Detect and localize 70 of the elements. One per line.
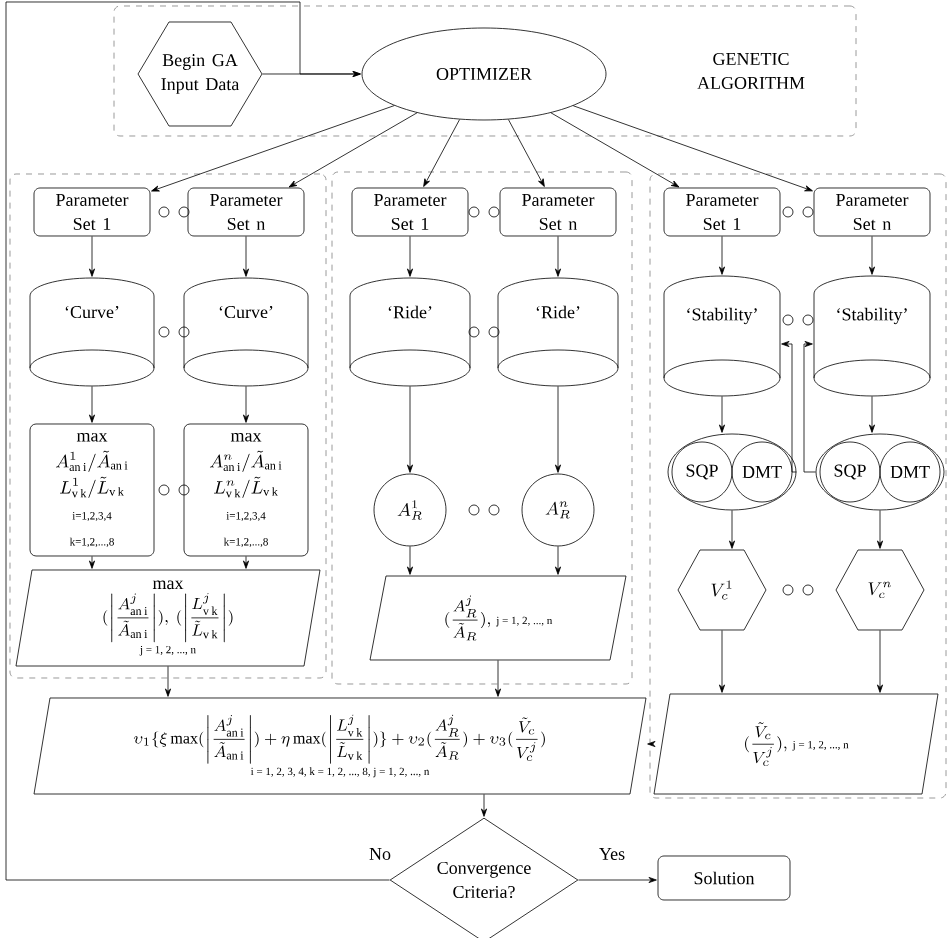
arrow <box>578 877 657 883</box>
node-label: ‘Ride’ <box>388 305 432 319</box>
arrow <box>550 112 680 188</box>
arrow <box>572 105 813 192</box>
arrow <box>89 236 96 277</box>
ellipse-node: OPTIMIZER <box>361 27 607 121</box>
arrow <box>877 510 883 549</box>
arrow <box>495 660 501 697</box>
arrow <box>555 546 561 575</box>
cylinder-node: ‘Curve’ <box>29 277 155 387</box>
arrow <box>719 396 725 433</box>
node-label: ‘Curve’ <box>219 305 273 319</box>
arrow <box>407 236 413 277</box>
arrow <box>729 510 736 549</box>
arrow <box>555 386 561 473</box>
arrow <box>719 630 725 693</box>
circle-node: DMT <box>879 441 941 503</box>
arrow <box>165 666 171 697</box>
process-box: Parameter Set 1 <box>33 187 151 237</box>
edge-label: Yes <box>596 846 628 862</box>
arrow <box>407 386 413 473</box>
hexagon-node: $V^{1}_{c}$ <box>677 549 767 631</box>
arrow <box>803 341 816 473</box>
arrow <box>243 236 249 277</box>
dashed-group-box <box>331 171 633 685</box>
arrow <box>719 236 725 275</box>
process-box: Parameter Set n <box>813 187 931 237</box>
circle-node: DMT <box>731 441 793 503</box>
arrow <box>288 112 418 188</box>
cylinder-node: ‘Stability’ <box>813 275 931 397</box>
circle-node: $A^{1}_{R}$ <box>373 473 447 547</box>
arrow <box>877 630 883 693</box>
node-label: ‘Curve’ <box>65 305 119 319</box>
hexagon-node: Begin GA Input Data <box>137 21 263 127</box>
arrow <box>89 386 96 423</box>
cylinder-node: ‘Curve’ <box>183 277 309 387</box>
arrow <box>89 556 96 569</box>
cylinder-node: ‘Ride’ <box>349 277 471 387</box>
dashed-group-box <box>649 173 947 799</box>
arrow <box>407 546 413 575</box>
arrow <box>151 105 395 192</box>
arrow <box>423 119 460 187</box>
ellipse-node <box>667 433 797 511</box>
dashed-group-box <box>9 173 327 679</box>
process-box: Parameter Set n <box>187 187 305 237</box>
node-label: ‘Stability’ <box>687 307 757 325</box>
arrow <box>869 236 875 275</box>
arrow <box>243 556 249 569</box>
circle-node: SQP <box>671 441 733 503</box>
process-box: Parameter Set n <box>499 187 617 237</box>
ellipse-node <box>815 433 945 511</box>
cylinder-node: ‘Stability’ <box>663 275 781 397</box>
circle-node: SQP <box>819 441 881 503</box>
arrow <box>781 341 797 473</box>
cylinder-node: ‘Ride’ <box>497 277 619 387</box>
arrow <box>243 386 249 423</box>
process-box: Parameter Set 1 <box>663 187 781 237</box>
arrow <box>5 1 390 881</box>
process-box: Solution <box>657 855 791 901</box>
process-box: Parameter Set 1 <box>351 187 469 237</box>
node-label: ‘Ride’ <box>536 305 580 319</box>
hexagon-node: $V^{n}_{c}$ <box>835 549 925 631</box>
circle-node: $A^{n}_{R}$ <box>521 473 595 547</box>
arrow <box>555 236 561 277</box>
edge-label: No <box>367 846 393 862</box>
arrow <box>481 794 487 817</box>
arrow <box>508 119 545 187</box>
arrow <box>869 396 875 433</box>
arrow <box>647 741 656 747</box>
node-label: ‘Stability’ <box>837 307 907 325</box>
